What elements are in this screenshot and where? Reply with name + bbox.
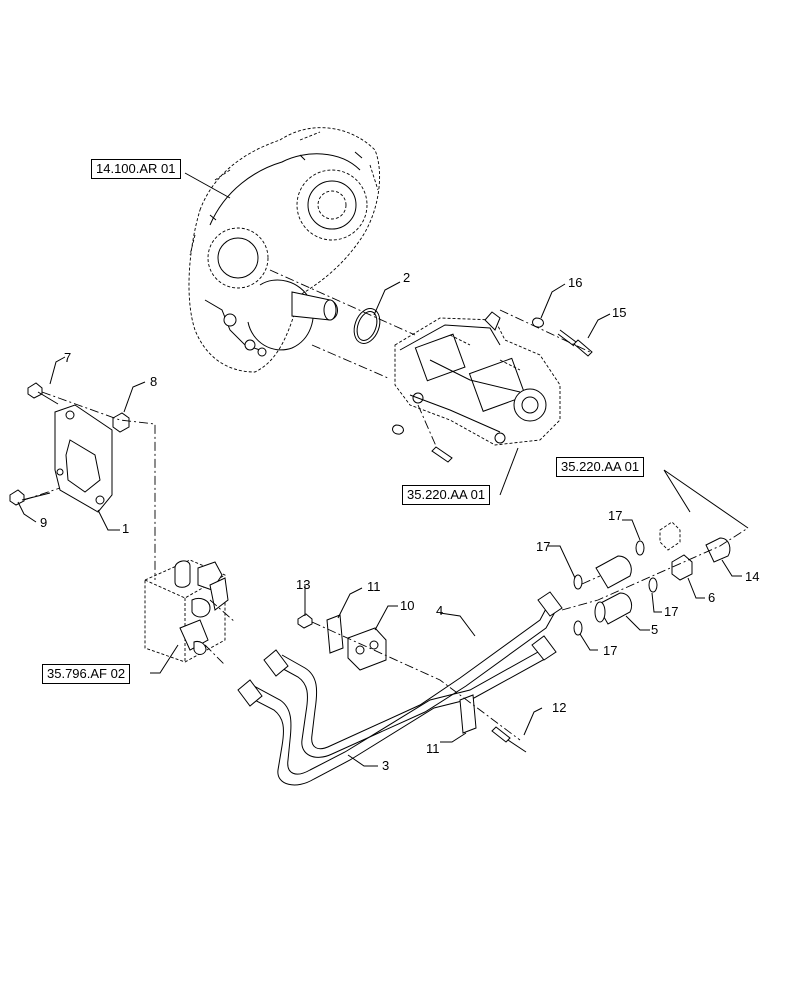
hydraulic-tube-4 [263, 591, 563, 758]
callout-17-a: 17 [536, 539, 550, 554]
nut-8 [112, 412, 130, 433]
callout-14: 14 [745, 569, 759, 584]
callout-8: 8 [150, 374, 157, 389]
lower-bolt [431, 446, 453, 463]
nut-upper [659, 521, 681, 551]
callout-3: 3 [382, 758, 389, 773]
bolt-9 [9, 489, 25, 506]
callout-4: 4 [436, 603, 443, 618]
nut-6 [671, 554, 693, 581]
callout-numbers: 1 2 3 4 5 6 7 8 9 10 11 11 12 13 14 15 1… [40, 270, 759, 773]
o-ring-2 [353, 308, 381, 344]
callout-17-c: 17 [603, 643, 617, 658]
reference-box-14100-ar-01: 14.100.AR 01 [91, 159, 181, 179]
reference-box-35220-aa-01-fittings: 35.220.AA 01 [556, 457, 645, 477]
callout-17-d: 17 [664, 604, 678, 619]
callout-2: 2 [403, 270, 410, 285]
leader-lines [17, 172, 742, 767]
callout-1: 1 [122, 521, 129, 536]
callout-7: 7 [64, 350, 71, 365]
clamp-10 [347, 627, 387, 671]
washer-16 [532, 317, 544, 328]
o-ring-17-d [648, 577, 658, 593]
callout-15: 15 [612, 305, 626, 320]
bolt-13 [297, 613, 313, 629]
hydraulic-pump-drawing [394, 311, 561, 446]
callout-11-lower: 11 [426, 741, 440, 756]
o-ring-17-a [573, 574, 583, 590]
fitting-upper [595, 555, 632, 589]
callout-9: 9 [40, 515, 47, 530]
gear-housing-drawing [188, 127, 381, 373]
reference-box-35220-aa-01-pump: 35.220.AA 01 [402, 485, 491, 505]
clamp-plate-11-lower [459, 694, 477, 734]
o-ring-17-b [573, 620, 583, 636]
clamp-plate-11-upper [326, 614, 344, 654]
pump-fasteners [392, 317, 593, 463]
o-ring-17-c [635, 540, 645, 556]
hydraulic-tube-3 [237, 635, 557, 786]
reference-box-35796-af-02: 35.796.AF 02 [42, 664, 131, 684]
lower-washer [392, 424, 404, 435]
callout-10: 10 [400, 598, 414, 613]
callout-13: 13 [296, 577, 310, 592]
valve-block-drawing [144, 559, 229, 663]
fitting-5 [596, 592, 633, 625]
callout-12: 12 [552, 700, 566, 715]
fittings-group [573, 469, 749, 636]
mounting-bracket-1 [54, 404, 113, 513]
assembly-center-lines [23, 269, 749, 741]
bolt-12 [491, 726, 511, 743]
callout-6: 6 [708, 590, 715, 605]
callout-17-b: 17 [608, 508, 622, 523]
callout-16: 16 [568, 275, 582, 290]
bolt-7 [27, 382, 43, 399]
bolt-15 [573, 339, 593, 357]
callout-11-upper: 11 [367, 579, 381, 594]
callout-5: 5 [651, 622, 658, 637]
